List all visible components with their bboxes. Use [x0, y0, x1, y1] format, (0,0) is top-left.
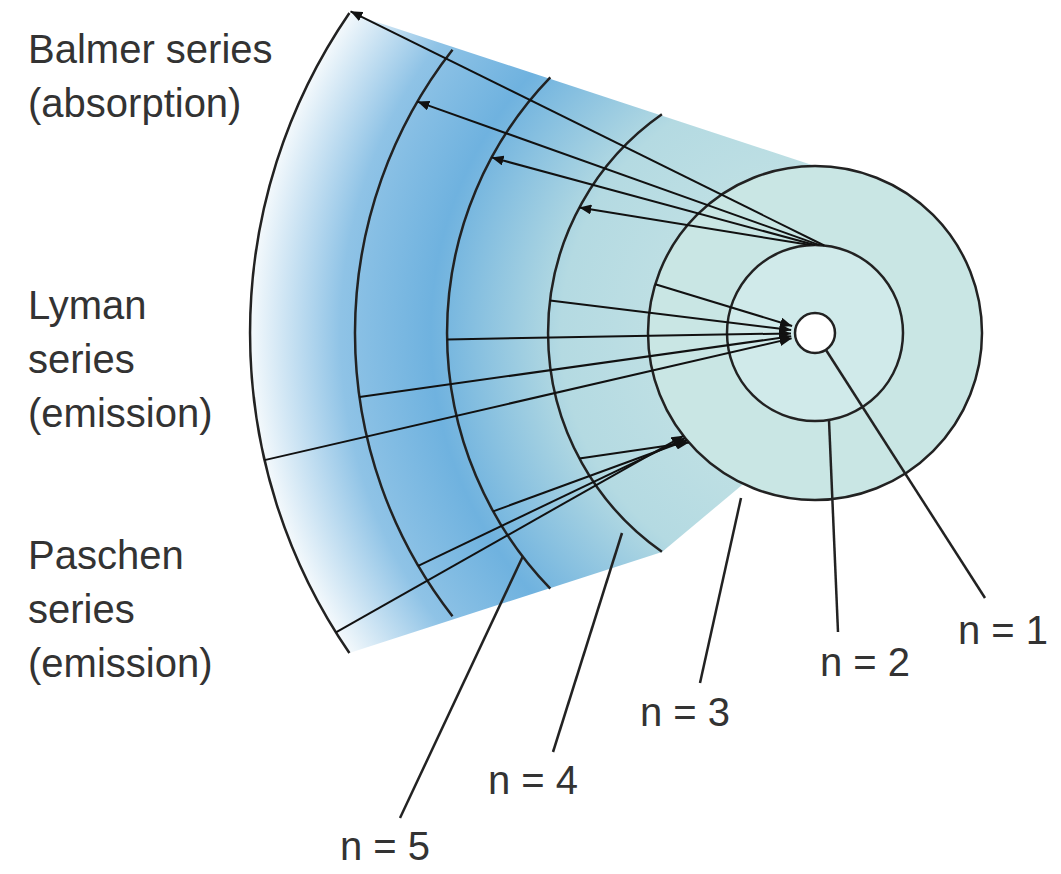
level-label: n = 5 — [340, 824, 430, 868]
paschen-arrows — [336, 436, 689, 633]
series-label: Balmer series (absorption) — [28, 22, 283, 130]
leader-lines — [400, 350, 985, 818]
level-label: n = 2 — [820, 638, 910, 686]
nucleus — [795, 313, 835, 353]
series-label: Lyman series (emission) — [28, 278, 238, 440]
orbit-rings — [250, 13, 982, 653]
level-label: n = 4 — [488, 756, 578, 804]
lyman-arrows — [265, 284, 793, 460]
level-label: n = 3 — [640, 688, 730, 736]
series-label: Paschen series (emission) — [28, 528, 238, 690]
balmer-arrows — [351, 11, 825, 245]
level-label: n = 1 — [958, 606, 1048, 654]
